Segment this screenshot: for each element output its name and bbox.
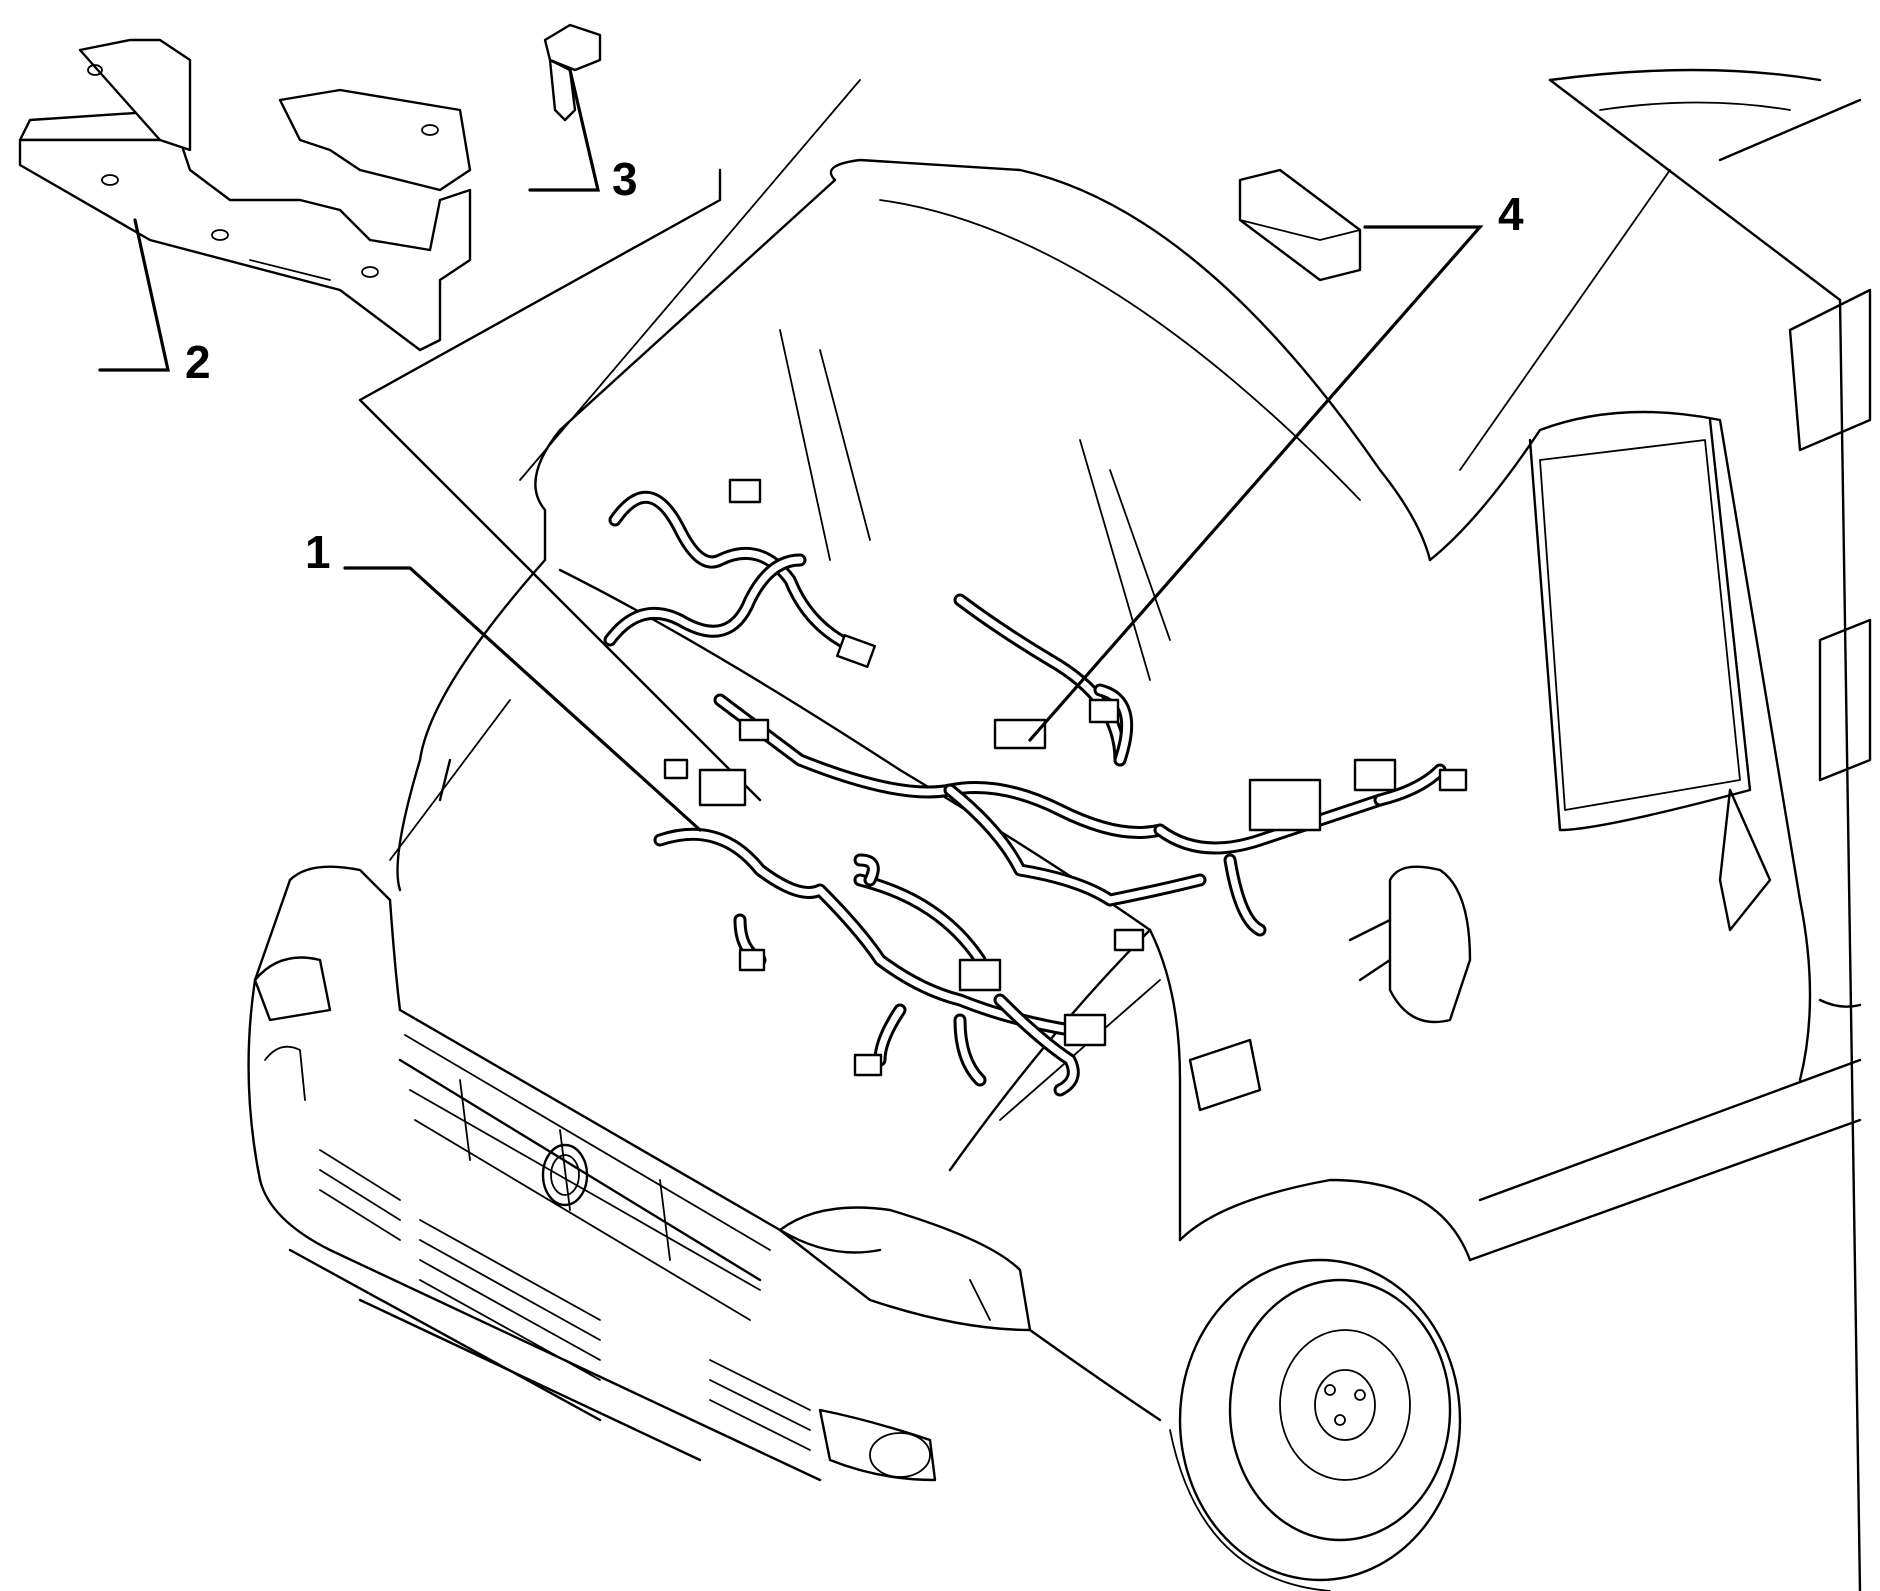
callout-4: 4 [1498,188,1524,240]
callout-labels: 1 2 3 4 [185,153,1524,578]
part-4-cover [1238,168,1362,282]
engine-wiring-harness [653,758,1107,1097]
side-mirror [1348,865,1472,1024]
leader-2 [98,218,170,372]
leader-lines [98,68,1484,832]
fog-lamp [818,1408,937,1482]
van-body [247,68,1872,1591]
front-door [1428,410,1862,1082]
part-2-bracket [18,38,472,352]
explosion-lines [358,79,1671,802]
grille [404,1034,771,1321]
part-3-bolt [543,23,602,122]
leader-3 [528,68,601,192]
lower-grille [319,1149,811,1451]
brand-emblem [541,1143,589,1207]
callout-3: 3 [612,153,638,205]
callout-2: 2 [185,336,211,388]
callout-1: 1 [305,526,331,578]
leader-4 [1028,225,1484,742]
leader-1 [343,566,702,832]
front-wheel [1169,1258,1462,1591]
dashboard-wiring-harness [603,478,1468,952]
